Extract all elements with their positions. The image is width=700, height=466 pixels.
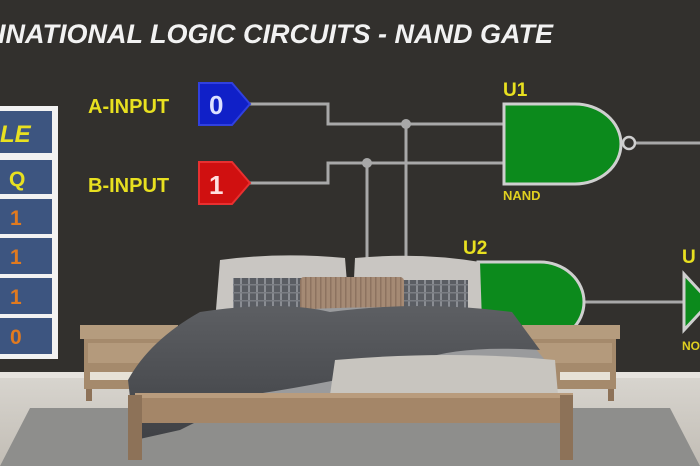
truth-table-header: LE (0, 121, 32, 148)
b-input-tag (198, 161, 252, 205)
nand-gate-u1 (502, 102, 623, 186)
not-gate-u3 (682, 270, 700, 334)
gate-u3-label: U (682, 247, 696, 268)
truth-table-value: 1 (10, 207, 22, 230)
a-input-tag (198, 82, 252, 126)
gate-u1-type: NAND (503, 188, 541, 203)
a-input-label: A-INPUT (88, 96, 169, 118)
wire-junction (362, 158, 372, 168)
truth-table-value: 1 (10, 286, 22, 309)
b-input-value: 1 (209, 170, 223, 200)
gate-u2-label: U2 (463, 238, 487, 259)
inverter-bubble (621, 135, 637, 151)
wire-junction (401, 119, 411, 129)
truth-table-value: 0 (10, 326, 22, 349)
gate-u1-label: U1 (503, 80, 528, 101)
mural-title: INATIONAL LOGIC CIRCUITS - NAND GATE (0, 19, 554, 49)
b-input-label: B-INPUT (88, 175, 169, 197)
truth-table-column-q: Q (9, 168, 25, 191)
gate-u3-type: NO (682, 339, 700, 353)
a-input-value: 0 (209, 90, 223, 120)
bed (128, 255, 573, 460)
truth-table: LE Q 1 1 1 0 (0, 106, 58, 359)
truth-table-value: 1 (10, 246, 22, 269)
